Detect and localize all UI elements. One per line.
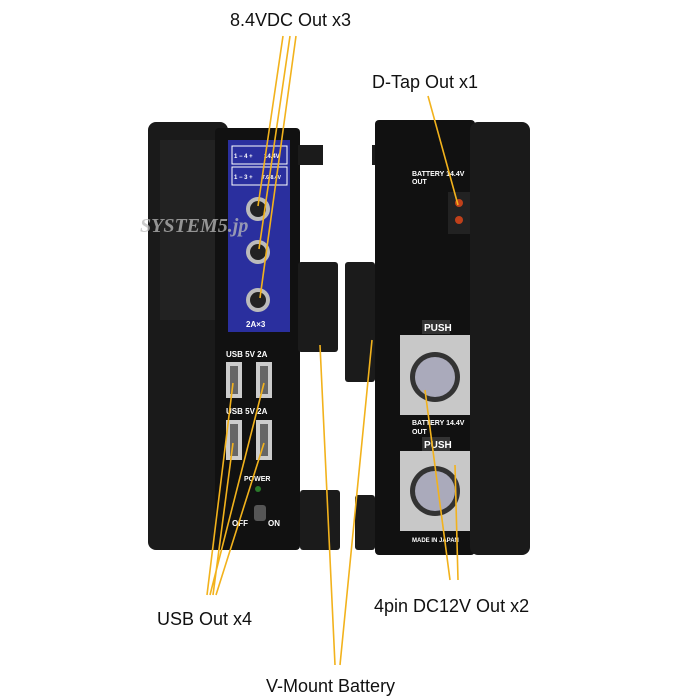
- xlr-label: BATTERY 14.4V: [412, 420, 465, 427]
- dtap-label-out: OUT: [412, 179, 428, 186]
- xlr-port-2: PUSH: [400, 437, 470, 531]
- usb-port-1: [226, 362, 242, 398]
- dtap-arrow: [427, 95, 459, 206]
- xlr-port-1: PUSH: [400, 320, 470, 415]
- xlr-arrows: [424, 389, 459, 581]
- pin-label-box-1: [231, 145, 288, 165]
- dtap-port: [448, 192, 470, 234]
- dc-rating-label: 2A×3: [246, 320, 266, 329]
- pin-label-2: 1 − 3 +: [234, 175, 253, 181]
- usb-port-2: [256, 362, 272, 398]
- push-label-1: PUSH: [424, 323, 452, 334]
- watermark: SYSTEM5.jp: [140, 215, 248, 237]
- xlr-label-out: OUT: [412, 429, 428, 436]
- push-label-2: PUSH: [424, 440, 452, 451]
- label-dc-out: 8.4VDC Out x3: [230, 10, 351, 30]
- vmount-arrows: [319, 339, 373, 666]
- right-unit: BATTERY 14.4V OUT PUSH BATTERY 14.4V OUT…: [375, 120, 530, 555]
- dc-port-2: [246, 240, 270, 264]
- left-unit: 1 − 4 + 14.4V 1 − 3 + 7.6-8.4V 2A×3 USB …: [140, 122, 300, 550]
- label-4pin-out: 4pin DC12V Out x2: [374, 596, 529, 616]
- power-led-icon: [255, 486, 261, 492]
- pin-label-box-2: [231, 166, 288, 186]
- power-label: POWER: [244, 476, 270, 483]
- voltage-label-2: 7.6-8.4V: [262, 175, 282, 181]
- label-dtap-out: D-Tap Out x1: [372, 72, 478, 92]
- dc-out-arrows: [257, 35, 297, 299]
- made-in-label: MADE IN JAPAN: [412, 538, 459, 544]
- right-unit-side: [470, 122, 530, 555]
- usb-port-4: [256, 420, 272, 460]
- left-unit-grip: [160, 140, 220, 320]
- dc-port-3: [246, 288, 270, 312]
- label-vmount: V-Mount Battery: [266, 676, 395, 696]
- usb-arrows: [206, 382, 265, 596]
- label-usb-out: USB Out x4: [157, 609, 252, 629]
- dtap-label: BATTERY 14.4V: [412, 171, 465, 178]
- usb-port-3: [226, 420, 242, 460]
- usb-label-2: USB 5V 2A: [226, 407, 268, 416]
- switch-off-label: OFF: [232, 519, 248, 528]
- usb-label-1: USB 5V 2A: [226, 350, 268, 359]
- power-switch[interactable]: [254, 505, 266, 521]
- annotation-arrows: [206, 35, 459, 666]
- switch-on-label: ON: [268, 519, 280, 528]
- pin-label-1: 1 − 4 +: [234, 154, 253, 160]
